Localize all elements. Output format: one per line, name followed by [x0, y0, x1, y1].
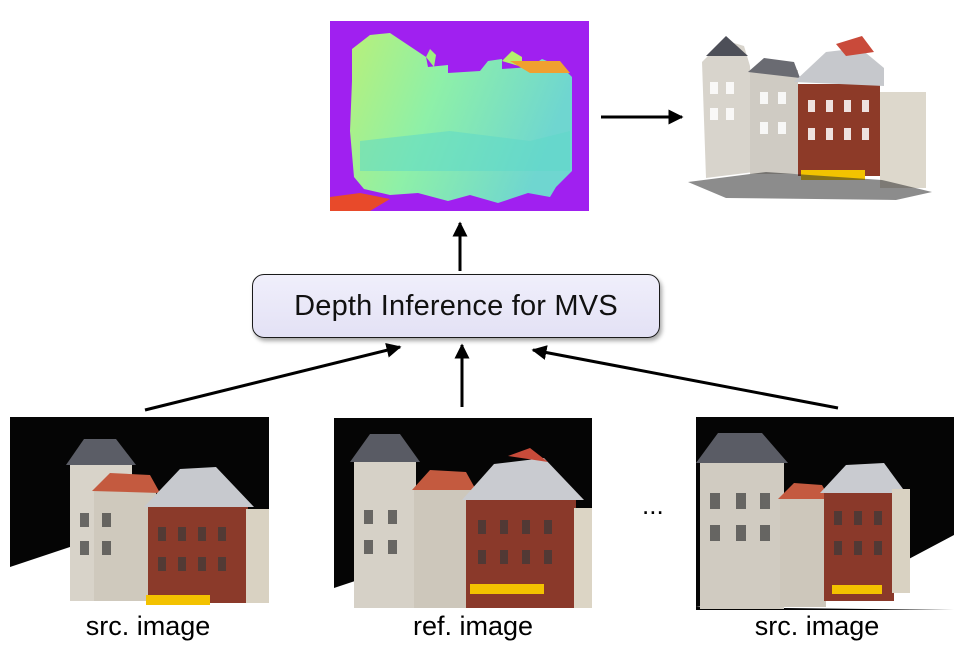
depth-map-image: [330, 21, 589, 211]
ref-image: [334, 418, 592, 610]
ellipsis: ...: [642, 490, 664, 520]
src-image-right: [696, 417, 954, 610]
arrow-src-left: [144, 342, 402, 412]
caption-ref: ref. image: [412, 611, 534, 641]
arrow-src-right: [531, 345, 839, 410]
caption-src-right: src. image: [754, 611, 880, 641]
src-image-left: [10, 417, 269, 610]
depth-inference-box: Depth Inference for MVS: [252, 274, 660, 338]
point-cloud-image: [686, 22, 938, 204]
process-label: Depth Inference for MVS: [294, 289, 618, 322]
caption-src-left: src. image: [85, 611, 211, 641]
